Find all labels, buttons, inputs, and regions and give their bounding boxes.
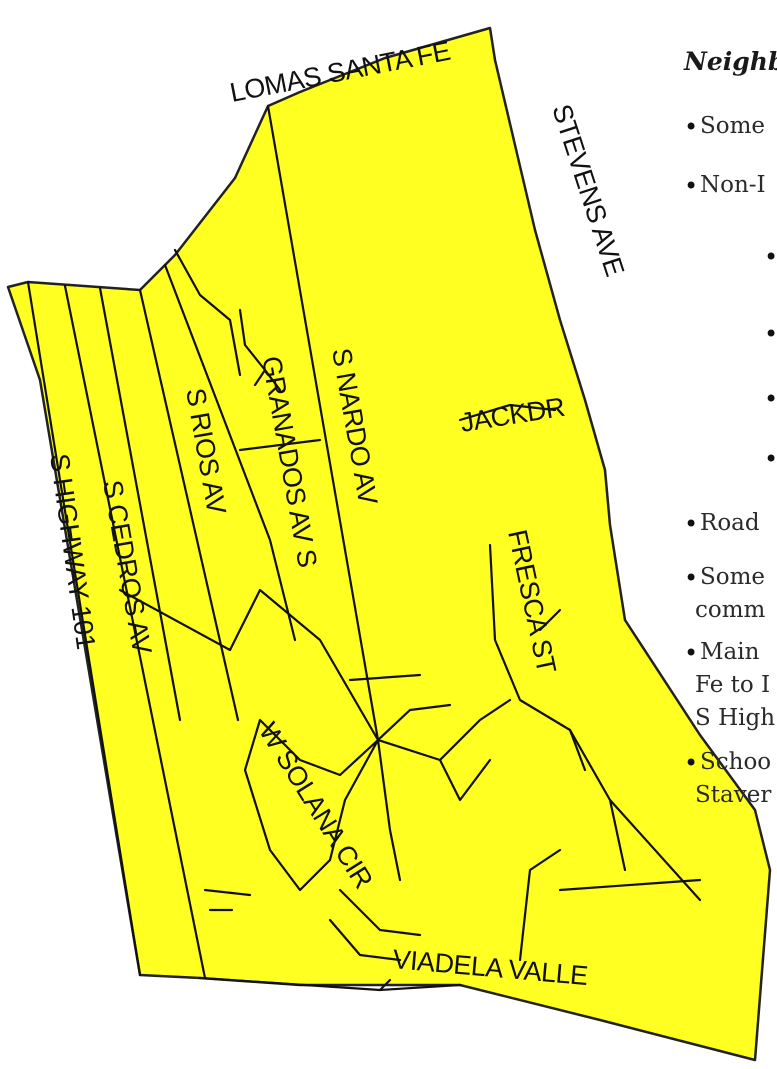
road-south-6 xyxy=(378,978,392,992)
label-stevens-ave: STEVENS AVE xyxy=(546,101,630,280)
road-branch-north-1 xyxy=(173,248,242,377)
bullet-dot: • xyxy=(684,113,699,141)
road-jack-dr xyxy=(458,403,557,422)
road-east-1 xyxy=(376,698,512,762)
side-line-8: comm xyxy=(695,597,766,623)
neighborhood-area xyxy=(6,26,772,1062)
bullet-dot: • xyxy=(684,564,699,592)
side-line-13: Staver xyxy=(695,782,772,805)
side-text-panel: Neighb • Some • Non-I • • • • • Road • S… xyxy=(682,45,777,805)
road-cross-granados xyxy=(238,438,322,452)
road-east-3 xyxy=(376,703,452,742)
road-s-rios-av xyxy=(138,288,240,722)
side-heading: Neighb xyxy=(684,47,777,76)
bullet-dot: • xyxy=(684,510,699,538)
road-w-solana-cir xyxy=(243,718,380,892)
road-s-highway-101 xyxy=(26,280,142,977)
road-fresca-st xyxy=(488,543,702,902)
road-branch-north-3 xyxy=(253,368,267,387)
road-s-rios-av-west xyxy=(98,286,182,722)
side-line-9: Main xyxy=(700,639,760,665)
road-south-5 xyxy=(328,918,402,962)
road-south-1 xyxy=(376,738,402,882)
side-line-6: Road xyxy=(700,510,760,536)
side-line-11: S High xyxy=(695,705,776,731)
bullet-dot: • xyxy=(684,749,699,777)
side-line-7: Some xyxy=(700,564,766,590)
road-south-2 xyxy=(518,848,562,962)
road-s-nardo-av xyxy=(266,104,380,742)
road-east-6 xyxy=(608,798,627,872)
side-line-0: Some xyxy=(700,113,766,139)
road-east-4 xyxy=(538,608,562,632)
road-south-3 xyxy=(558,878,702,892)
road-west-stub xyxy=(203,888,252,897)
road-s-cedros-av xyxy=(63,284,207,980)
road-east-2 xyxy=(438,758,492,802)
road-diag-1 xyxy=(118,588,380,742)
road-south-4 xyxy=(338,888,422,937)
bullet-dot: • xyxy=(764,385,777,413)
side-line-10: Fe to I xyxy=(695,672,771,698)
bullet-dot: • xyxy=(764,320,777,348)
road-diag-2 xyxy=(348,673,422,682)
road-branch-north-2 xyxy=(238,308,282,392)
bullet-dot: • xyxy=(684,639,699,667)
side-line-12: Schoo xyxy=(700,749,772,775)
road-granados xyxy=(163,263,297,642)
side-line-1: Non-I xyxy=(700,172,766,198)
bullet-dot: • xyxy=(684,172,699,200)
bullet-dot: • xyxy=(764,243,777,271)
road-east-5 xyxy=(568,728,587,772)
bullet-dot: • xyxy=(764,445,777,473)
